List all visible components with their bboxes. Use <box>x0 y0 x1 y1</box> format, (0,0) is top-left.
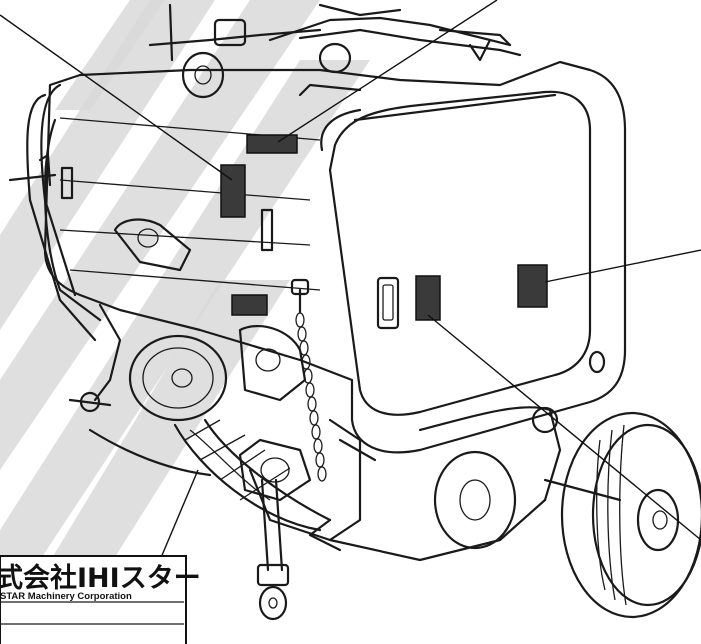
watermark-stripe-3 <box>0 60 370 560</box>
jack-stand <box>256 478 290 621</box>
body-outline <box>43 60 627 454</box>
tire-icon <box>543 411 701 619</box>
manufacturer-plate: 式会社IHIスター STAR Machinery Corporation <box>0 555 201 644</box>
watermark-stripe-1 <box>0 0 215 330</box>
safety-labels <box>220 134 548 321</box>
label-door-right <box>517 264 548 308</box>
label-side-upper <box>220 164 246 218</box>
top-mechanism <box>148 3 522 99</box>
watermark-stripe-5 <box>55 0 165 110</box>
leader-door-right <box>544 249 701 283</box>
pto-driveline <box>88 325 332 532</box>
watermark-stripes <box>0 0 370 644</box>
chain <box>290 278 327 482</box>
leader-plate <box>159 469 199 561</box>
caster-wheel-icon <box>258 585 288 621</box>
leader-lines <box>0 0 701 561</box>
hitch-frame <box>43 118 122 413</box>
watermark-stripe-4 <box>0 280 290 644</box>
watermark-stripe-2 <box>0 0 320 470</box>
label-top-panel <box>246 134 298 154</box>
label-door-left <box>415 275 441 321</box>
leader-door-left <box>427 314 701 541</box>
plate-subtitle: STAR Machinery Corporation <box>0 591 132 602</box>
leader-top-panel <box>277 0 498 143</box>
gearbox <box>238 406 562 562</box>
plate-title: 式会社IHIスター <box>0 562 201 594</box>
label-side-lower <box>231 294 268 316</box>
leader-side-upper <box>0 14 233 181</box>
